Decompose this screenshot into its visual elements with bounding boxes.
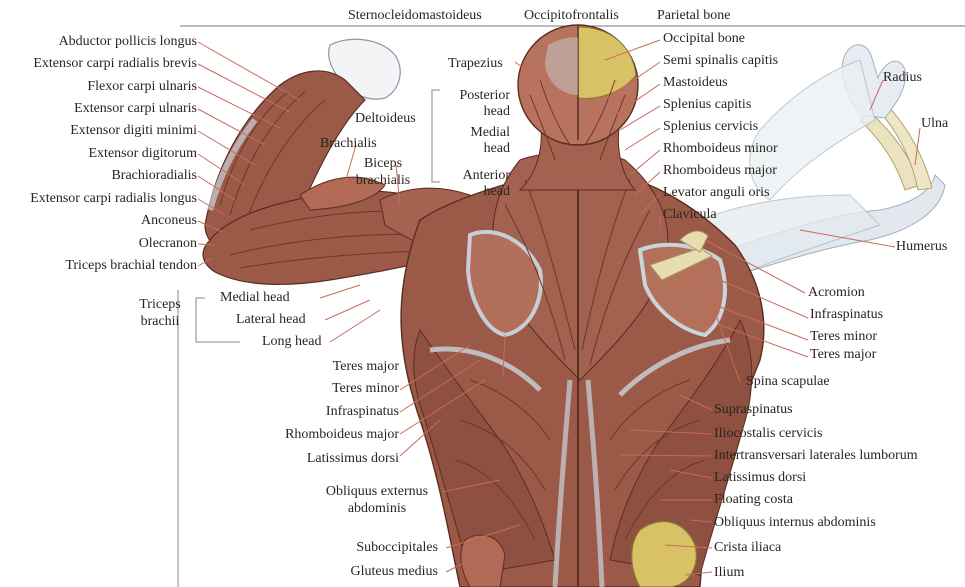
- label-mastoideus: Mastoideus: [663, 75, 728, 91]
- label-posterior-head-2: head: [484, 104, 510, 120]
- label-triceps-brachii-1: Triceps: [132, 297, 188, 313]
- label-brachialis: Brachialis: [320, 136, 377, 152]
- label-humerus: Humerus: [896, 239, 947, 255]
- label-teres-major-left: Teres major: [333, 359, 399, 375]
- label-anterior-head-1: Anterior: [463, 168, 510, 184]
- label-splenius-cervicis: Splenius cervicis: [663, 119, 758, 135]
- label-acromion: Acromion: [808, 285, 865, 301]
- label-ilium: Ilium: [714, 565, 744, 581]
- label-lateral-head: Lateral head: [236, 312, 306, 328]
- label-clavicula: Clavicula: [663, 207, 717, 223]
- label-posterior-head-1: Posterior: [459, 88, 510, 104]
- label-deltoideus: Deltoideus: [355, 111, 416, 127]
- label-anconeus: Anconeus: [141, 213, 197, 229]
- head-and-neck: [518, 25, 638, 190]
- label-brachioradialis: Brachioradialis: [111, 168, 197, 184]
- label-teres-major-right: Teres major: [810, 347, 876, 363]
- label-parietal-bone: Parietal bone: [657, 8, 730, 24]
- forearm-ghost: [750, 60, 875, 200]
- label-latissimus-dorsi-left: Latissimus dorsi: [307, 451, 399, 467]
- label-ext-carpi-radialis-brevis: Extensor carpi radialis brevis: [33, 56, 197, 72]
- label-triceps-tendon: Triceps brachial tendon: [65, 258, 197, 274]
- label-obliquus-internus: Obliquus internus abdominis: [714, 515, 876, 531]
- label-suboccipitales: Suboccipitales: [356, 540, 438, 556]
- label-crista-iliaca: Crista iliaca: [714, 540, 781, 556]
- label-olecranon: Olecranon: [139, 236, 197, 252]
- label-anterior-head-2: head: [484, 184, 510, 200]
- label-rhomboideus-major-left: Rhomboideus major: [285, 427, 399, 443]
- label-teres-minor-left: Teres minor: [332, 381, 399, 397]
- label-ulna: Ulna: [921, 116, 948, 132]
- label-triceps-brachii-2: brachii: [132, 314, 188, 330]
- label-supraspinatus: Supraspinatus: [714, 402, 793, 418]
- deltoideus-bracket: [432, 90, 440, 182]
- label-abductor-pollicis-longus: Abductor pollicis longus: [59, 34, 197, 50]
- label-ext-digitorum: Extensor digitorum: [89, 146, 198, 162]
- label-biceps-2: brachialis: [346, 173, 420, 189]
- label-ext-carpi-radialis-longus: Extensor carpi radialis longus: [30, 191, 197, 207]
- label-ext-carpi-ulnaris: Extensor carpi ulnaris: [74, 101, 197, 117]
- label-semispinalis-capitis: Semi spinalis capitis: [663, 53, 778, 69]
- label-trapezius: Trapezius: [448, 56, 503, 72]
- label-rhomboideus-minor: Rhomboideus minor: [663, 141, 778, 157]
- label-medial-head-triceps: Medial head: [220, 290, 290, 306]
- label-spina-scapulae: Spina scapulae: [746, 374, 830, 390]
- label-infraspinatus-left: Infraspinatus: [326, 404, 399, 420]
- label-infraspinatus-right: Infraspinatus: [810, 307, 883, 323]
- label-long-head: Long head: [262, 334, 321, 350]
- label-occipitofrontalis: Occipitofrontalis: [524, 8, 619, 24]
- label-obliquus-externus-1: Obliquus externus: [310, 484, 444, 500]
- label-rhomboideus-major-right: Rhomboideus major: [663, 163, 777, 179]
- label-gluteus-medius: Gluteus medius: [351, 564, 439, 580]
- label-latissimus-dorsi-right: Latissimus dorsi: [714, 470, 806, 486]
- ilium-bone: [632, 522, 697, 587]
- label-splenius-capitis: Splenius capitis: [663, 97, 751, 113]
- label-floating-costa: Floating costa: [714, 492, 793, 508]
- label-biceps-1: Biceps: [346, 156, 420, 172]
- label-intertransversari: Intertransversari laterales lumborum: [714, 448, 918, 464]
- label-medial-head-delt-2: head: [484, 141, 510, 157]
- label-medial-head-delt-1: Medial: [470, 125, 510, 141]
- label-occipital-bone: Occipital bone: [663, 31, 745, 47]
- label-sternocleidomastoideus: Sternocleidomastoideus: [348, 8, 482, 24]
- label-iliocostalis-cervicis: Iliocostalis cervicis: [714, 426, 822, 442]
- label-levator-anguli-oris: Levator anguli oris: [663, 185, 770, 201]
- label-obliquus-externus-2: abdominis: [310, 501, 444, 517]
- label-flexor-carpi-ulnaris: Flexor carpi ulnaris: [87, 79, 197, 95]
- label-teres-minor-right: Teres minor: [810, 329, 877, 345]
- label-ext-digiti-minimi: Extensor digiti minimi: [70, 123, 197, 139]
- label-radius: Radius: [883, 70, 922, 86]
